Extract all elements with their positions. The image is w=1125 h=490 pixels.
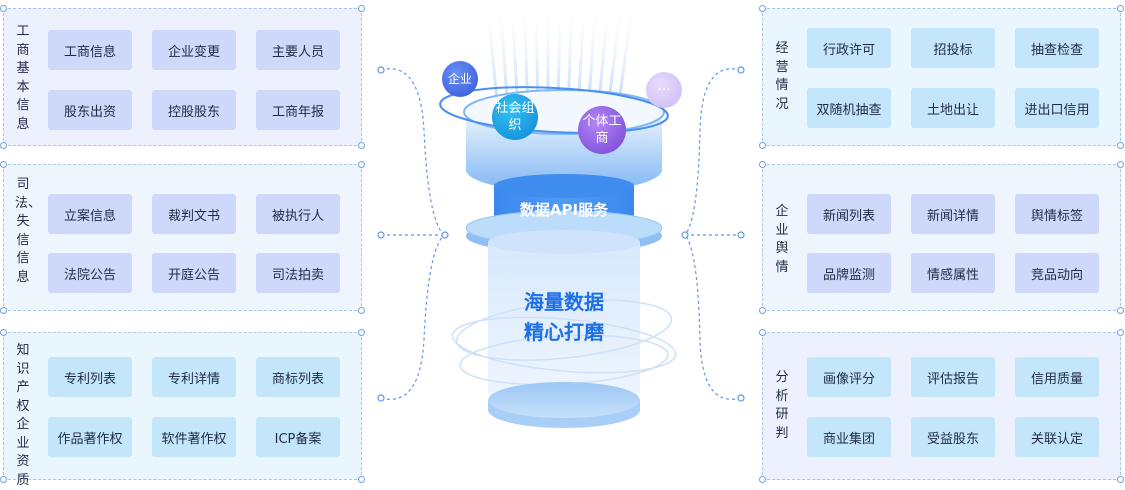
chip-icp-filing[interactable]: ICP备案 — [256, 417, 340, 457]
panel-public-opinion: 企业舆情 新闻列表 新闻详情 舆情标签 品牌监测 情感属性 竞品动向 — [759, 161, 1124, 314]
chip-business-group[interactable]: 商业集团 — [807, 417, 891, 457]
chip-hearing-announcements[interactable]: 开庭公告 — [152, 253, 236, 293]
chip-credit-quality[interactable]: 信用质量 — [1015, 357, 1099, 397]
panel-title: 司法、失信信息 — [15, 177, 42, 285]
chip-news-list[interactable]: 新闻列表 — [807, 194, 891, 234]
chip-profile-score[interactable]: 画像评分 — [807, 357, 891, 397]
bubble-enterprise: 企业 — [442, 61, 478, 97]
chip-controlling-shareholder[interactable]: 控股股东 — [152, 90, 236, 130]
chip-shareholder-contribution[interactable]: 股东出资 — [48, 90, 132, 130]
chip-import-export-credit[interactable]: 进出口信用 — [1015, 88, 1099, 128]
bubble-individual-business: 个体工商 — [578, 106, 626, 154]
chip-land-transfer[interactable]: 土地出让 — [911, 88, 995, 128]
chip-administrative-license[interactable]: 行政许可 — [807, 28, 891, 68]
lower-cylinder — [488, 242, 640, 406]
chip-trademark-list[interactable]: 商标列表 — [256, 357, 340, 397]
chip-enterprise-change[interactable]: 企业变更 — [152, 30, 236, 70]
chip-related-party-identification[interactable]: 关联认定 — [1015, 417, 1099, 457]
base-disc — [488, 382, 640, 418]
chip-bidding[interactable]: 招投标 — [911, 28, 995, 68]
chip-annual-report[interactable]: 工商年报 — [256, 90, 340, 130]
chip-news-details[interactable]: 新闻详情 — [911, 194, 995, 234]
panel-title: 知识产权企业资质 — [16, 343, 30, 488]
chip-spot-checks[interactable]: 抽查检查 — [1015, 28, 1099, 68]
orbit-ring — [439, 86, 669, 134]
panel-business-info: 工商基本信息 工商信息 企业变更 主要人员 股东出资 控股股东 工商年报 — [0, 5, 365, 149]
chip-competitor-trends[interactable]: 竞品动向 — [1015, 253, 1099, 293]
bubble-social-org: 社会组织 — [492, 94, 538, 140]
chip-works-copyright[interactable]: 作品著作权 — [48, 417, 132, 457]
main-slogan-line2: 精心打磨 — [524, 320, 604, 344]
chip-judgments[interactable]: 裁判文书 — [152, 194, 236, 234]
panel-title: 企业舆情 — [775, 204, 789, 275]
chip-court-announcements[interactable]: 法院公告 — [48, 253, 132, 293]
chip-case-filing[interactable]: 立案信息 — [48, 194, 132, 234]
right-connectors — [684, 68, 742, 400]
chip-opinion-tags[interactable]: 舆情标签 — [1015, 194, 1099, 234]
left-connector-dots — [377, 66, 449, 402]
panel-title: 工商基本信息 — [16, 24, 30, 132]
panel-ip-qualifications: 知识产权企业资质 专利列表 专利详情 商标列表 作品著作权 软件著作权 ICP备… — [0, 329, 365, 488]
api-service-label: 数据API服务 — [519, 201, 609, 219]
panel-analysis: 分析研判 画像评分 评估报告 信用质量 商业集团 受益股东 关联认定 — [759, 329, 1124, 483]
panel-judicial-info: 司法、失信信息 立案信息 裁判文书 被执行人 法院公告 开庭公告 司法拍卖 — [0, 161, 365, 314]
bubble-more: ··· — [646, 72, 682, 108]
main-slogan-line1: 海量数据 — [524, 290, 604, 314]
right-connector-dots — [681, 66, 745, 402]
chip-sentiment-attributes[interactable]: 情感属性 — [911, 253, 995, 293]
chip-judicial-auctions[interactable]: 司法拍卖 — [256, 253, 340, 293]
panel-operations: 经营情况 行政许可 招投标 抽查检查 双随机抽查 土地出让 进出口信用 — [759, 5, 1124, 149]
chip-key-personnel[interactable]: 主要人员 — [256, 30, 340, 70]
chip-brand-monitoring[interactable]: 品牌监测 — [807, 253, 891, 293]
chip-assessment-report[interactable]: 评估报告 — [911, 357, 995, 397]
lower-cylinder-top — [488, 230, 640, 254]
chip-persons-subject-to-enforcement[interactable]: 被执行人 — [256, 194, 340, 234]
left-connectors — [380, 68, 445, 400]
api-band-top — [494, 174, 634, 198]
chip-beneficial-shareholders[interactable]: 受益股东 — [911, 417, 995, 457]
panel-title: 分析研判 — [775, 370, 789, 441]
chip-patent-details[interactable]: 专利详情 — [152, 357, 236, 397]
chip-business-info[interactable]: 工商信息 — [48, 30, 132, 70]
light-rays — [486, 0, 634, 113]
panel-title: 经营情况 — [775, 41, 789, 112]
chip-software-copyright[interactable]: 软件著作权 — [152, 417, 236, 457]
chip-double-random-checks[interactable]: 双随机抽查 — [807, 88, 891, 128]
chip-patent-list[interactable]: 专利列表 — [48, 357, 132, 397]
